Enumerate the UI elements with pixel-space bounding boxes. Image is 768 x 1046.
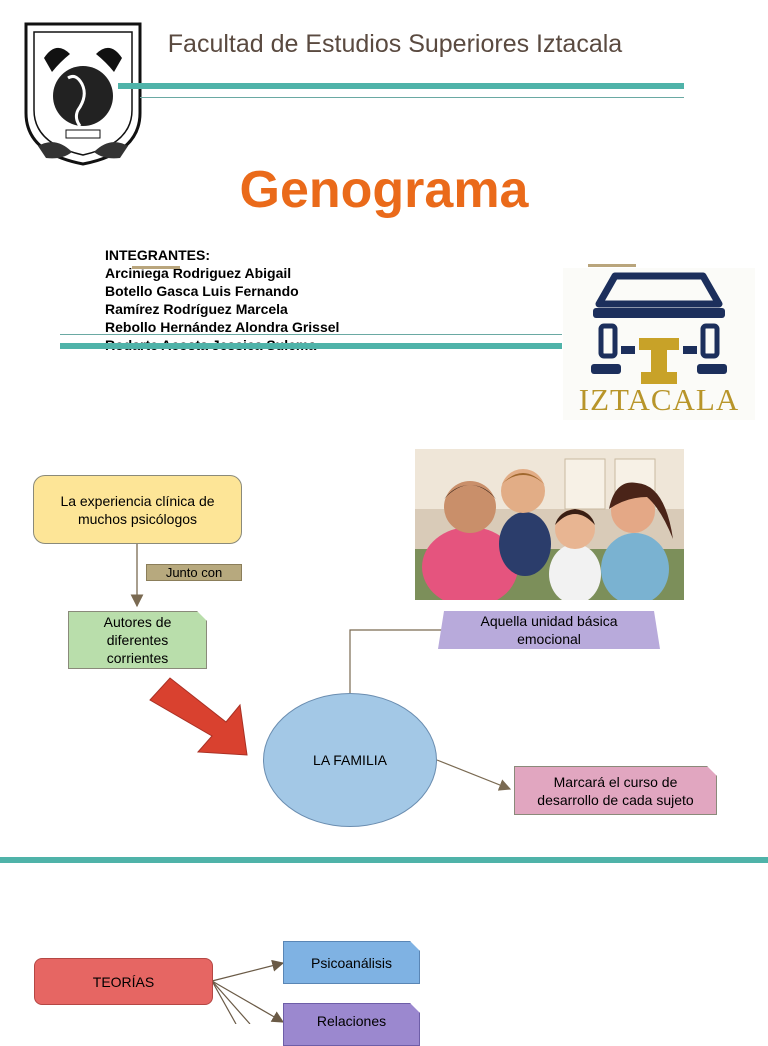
theory-relations-box: Relaciones: [283, 1003, 420, 1046]
iztacala-logo-text: IZTACALA: [578, 382, 740, 417]
connector-theories-extra-1: [211, 980, 251, 1024]
connector-theories-extra-2: [211, 980, 237, 1024]
member-name: Ramírez Rodríguez Marcela: [105, 301, 288, 317]
basic-unit-box: Aquella unidad básica emocional: [438, 611, 660, 649]
unam-seal-icon: [24, 22, 142, 166]
family-ellipse: LA FAMILIA: [263, 693, 437, 827]
family-photo: [415, 449, 684, 600]
connector-family-unit: [349, 629, 442, 693]
connector-family-course: [436, 759, 512, 791]
theories-connectors: [211, 959, 285, 1024]
family-photo-icon: [415, 449, 684, 600]
iztacala-building-icon: [591, 272, 727, 384]
theories-box: TEORÍAS: [34, 958, 213, 1005]
authors-box: Autores de diferentes corrientes: [68, 611, 207, 669]
members-rule-thick: [60, 343, 562, 349]
member-name: Botello Gasca Luis Fernando: [105, 283, 299, 299]
theory-psychoanalysis-box: Psicoanálisis: [283, 941, 420, 984]
accent-dash: [132, 266, 180, 269]
concept-map-connectors: [130, 544, 512, 791]
connector-theories-psychoanalysis: [211, 959, 285, 982]
accent-dash: [588, 264, 636, 267]
members-rule-thin: [60, 334, 562, 335]
header-rule-thick: [118, 83, 684, 89]
experience-box: La experiencia clínica de muchos psicólo…: [33, 475, 242, 544]
connector-theories-relations: [211, 980, 285, 1023]
unam-seal-logo: [16, 18, 150, 168]
course-box: Marcará el curso de desarrollo de cada s…: [514, 766, 717, 815]
member-name: Arciniega Rodriguez Abigail: [105, 265, 292, 281]
header-rule-thin: [140, 97, 684, 98]
document-title: Genograma: [239, 161, 529, 219]
header-title: Facultad de Estudios Superiores Iztacala: [167, 30, 623, 58]
section-separator: [0, 857, 768, 863]
iztacala-logo: IZTACALA: [563, 268, 755, 420]
red-arrow-icon: [149, 677, 248, 756]
member-name: Rebollo Hernández Alondra Grissel: [105, 319, 340, 335]
members-list: INTEGRANTES: Arciniega Rodriguez Abigail…: [105, 246, 339, 354]
together-label: Junto con: [146, 564, 242, 581]
members-heading: INTEGRANTES:: [105, 247, 210, 263]
